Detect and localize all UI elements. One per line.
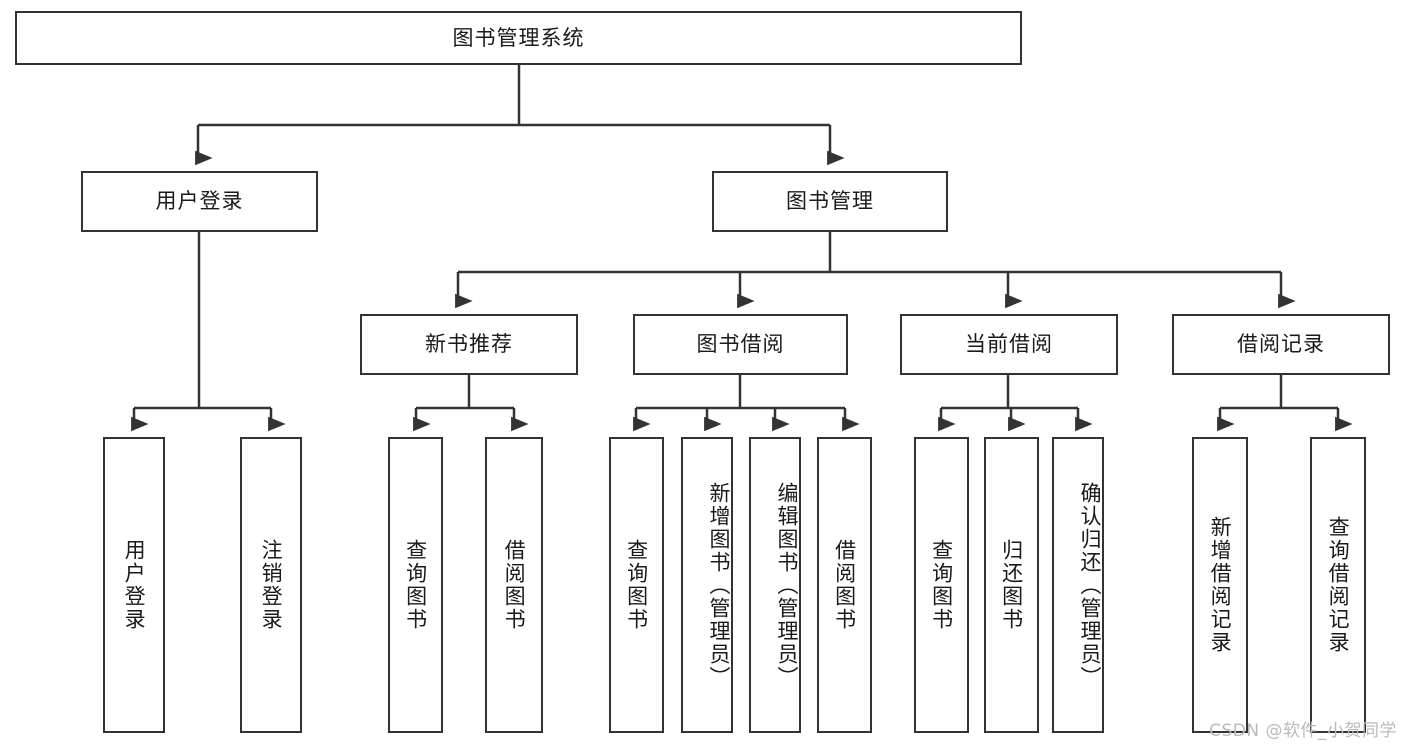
csdn-watermark: CSDN @软件_小贺同学 xyxy=(1209,721,1397,741)
leaf-query-borrow-record[interactable]: 查询借阅记录 xyxy=(1310,437,1366,733)
leaf-query-book-current[interactable]: 查询图书 xyxy=(914,437,969,733)
node-root[interactable]: 图书管理系统 xyxy=(15,11,1022,65)
leaf-borrow-book-borrow[interactable]: 借阅图书 xyxy=(817,437,872,733)
leaf-edit-book-admin[interactable]: 编辑图书（管理员） xyxy=(749,437,801,733)
leaf-query-book-borrow[interactable]: 查询图书 xyxy=(609,437,664,733)
node-new-book-recommend[interactable]: 新书推荐 xyxy=(360,314,578,375)
node-borrow-record[interactable]: 借阅记录 xyxy=(1172,314,1390,375)
node-user-login[interactable]: 用户登录 xyxy=(81,171,318,232)
node-current-borrow[interactable]: 当前借阅 xyxy=(900,314,1118,375)
leaf-user-login[interactable]: 用户登录 xyxy=(103,437,165,733)
node-book-manage[interactable]: 图书管理 xyxy=(712,171,948,232)
leaf-confirm-return-admin[interactable]: 确认归还（管理员） xyxy=(1052,437,1104,733)
leaf-borrow-book-recommend[interactable]: 借阅图书 xyxy=(485,437,543,733)
leaf-return-book[interactable]: 归还图书 xyxy=(984,437,1039,733)
leaf-add-book-admin[interactable]: 新增图书（管理员） xyxy=(681,437,733,733)
node-book-borrow[interactable]: 图书借阅 xyxy=(633,314,848,375)
leaf-add-borrow-record[interactable]: 新增借阅记录 xyxy=(1192,437,1248,733)
leaf-query-book-recommend[interactable]: 查询图书 xyxy=(388,437,443,733)
leaf-logout-login[interactable]: 注销登录 xyxy=(240,437,302,733)
